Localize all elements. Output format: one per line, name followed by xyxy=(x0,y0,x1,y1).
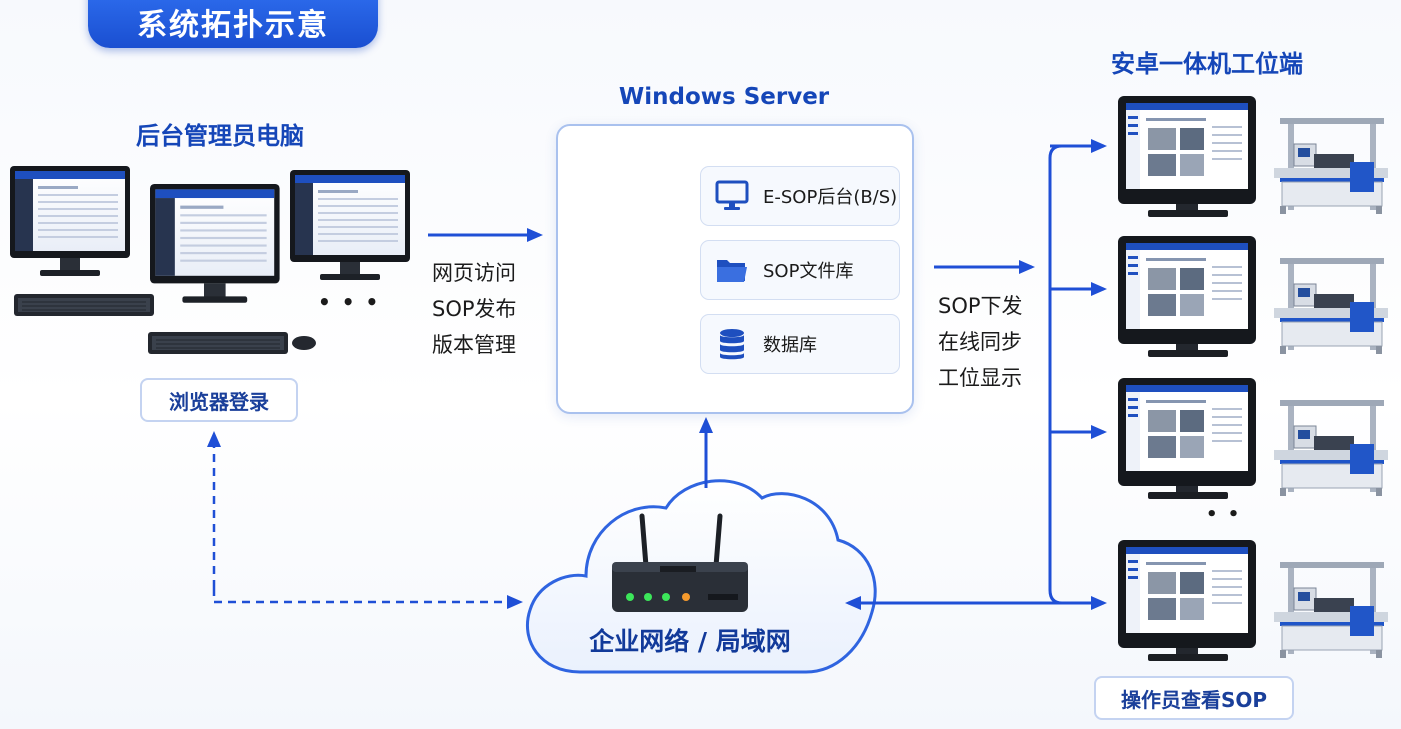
service-label: SOP文件库 xyxy=(763,261,854,282)
terminal-station-1 xyxy=(1117,95,1389,218)
service-esop-backend: E-SOP后台(B/S) xyxy=(700,166,900,226)
admin-heading: 后台管理员电脑 xyxy=(136,122,304,150)
database-icon xyxy=(701,327,763,361)
admin-computer-center xyxy=(150,184,280,303)
operator-view-label: 操作员查看SOP xyxy=(1094,676,1294,720)
service-label: 数据库 xyxy=(763,335,817,356)
server-to-terminals-line: 工位显示 xyxy=(938,366,1022,390)
browser-login-label: 浏览器登录 xyxy=(140,378,298,422)
admin-keyboard-center xyxy=(147,331,289,355)
service-sop-library: SOP文件库 xyxy=(700,240,900,300)
page-title: 系统拓扑示意 xyxy=(88,0,378,48)
terminals-heading: 安卓一体机工位端 xyxy=(1111,50,1303,78)
network-label: 企业网络 / 局域网 xyxy=(589,627,791,656)
admin-computer-left xyxy=(10,166,130,276)
service-label: E-SOP后台(B/S) xyxy=(763,187,898,208)
router-icon xyxy=(612,513,748,612)
admin-to-server-line: 网页访问 xyxy=(432,261,516,285)
folder-icon xyxy=(701,255,763,285)
admin-ellipsis: • • • xyxy=(318,290,381,314)
admin-keyboard-left xyxy=(13,293,155,317)
server-to-terminals-description: SOP下发 在线同步 工位显示 xyxy=(938,288,1023,396)
monitor-icon xyxy=(701,180,763,212)
mouse-icon xyxy=(292,336,316,350)
terminal-station-4 xyxy=(1117,539,1389,662)
admin-computer-right xyxy=(290,170,410,280)
terminal-station-2 xyxy=(1117,235,1389,358)
terminals-ellipsis: • • xyxy=(1206,504,1242,525)
admin-to-server-line: SOP发布 xyxy=(432,297,517,321)
server-to-terminals-line: 在线同步 xyxy=(938,330,1022,354)
dashed-link-login-network xyxy=(212,588,523,609)
admin-to-server-line: 版本管理 xyxy=(432,333,516,357)
admin-to-server-description: 网页访问 SOP发布 版本管理 xyxy=(432,255,517,363)
terminal-station-3 xyxy=(1117,377,1389,500)
server-to-terminals-line: SOP下发 xyxy=(938,294,1023,318)
server-heading: Windows Server xyxy=(618,84,830,110)
terminal-branch-line xyxy=(1048,144,1104,605)
service-database: 数据库 xyxy=(700,314,900,374)
